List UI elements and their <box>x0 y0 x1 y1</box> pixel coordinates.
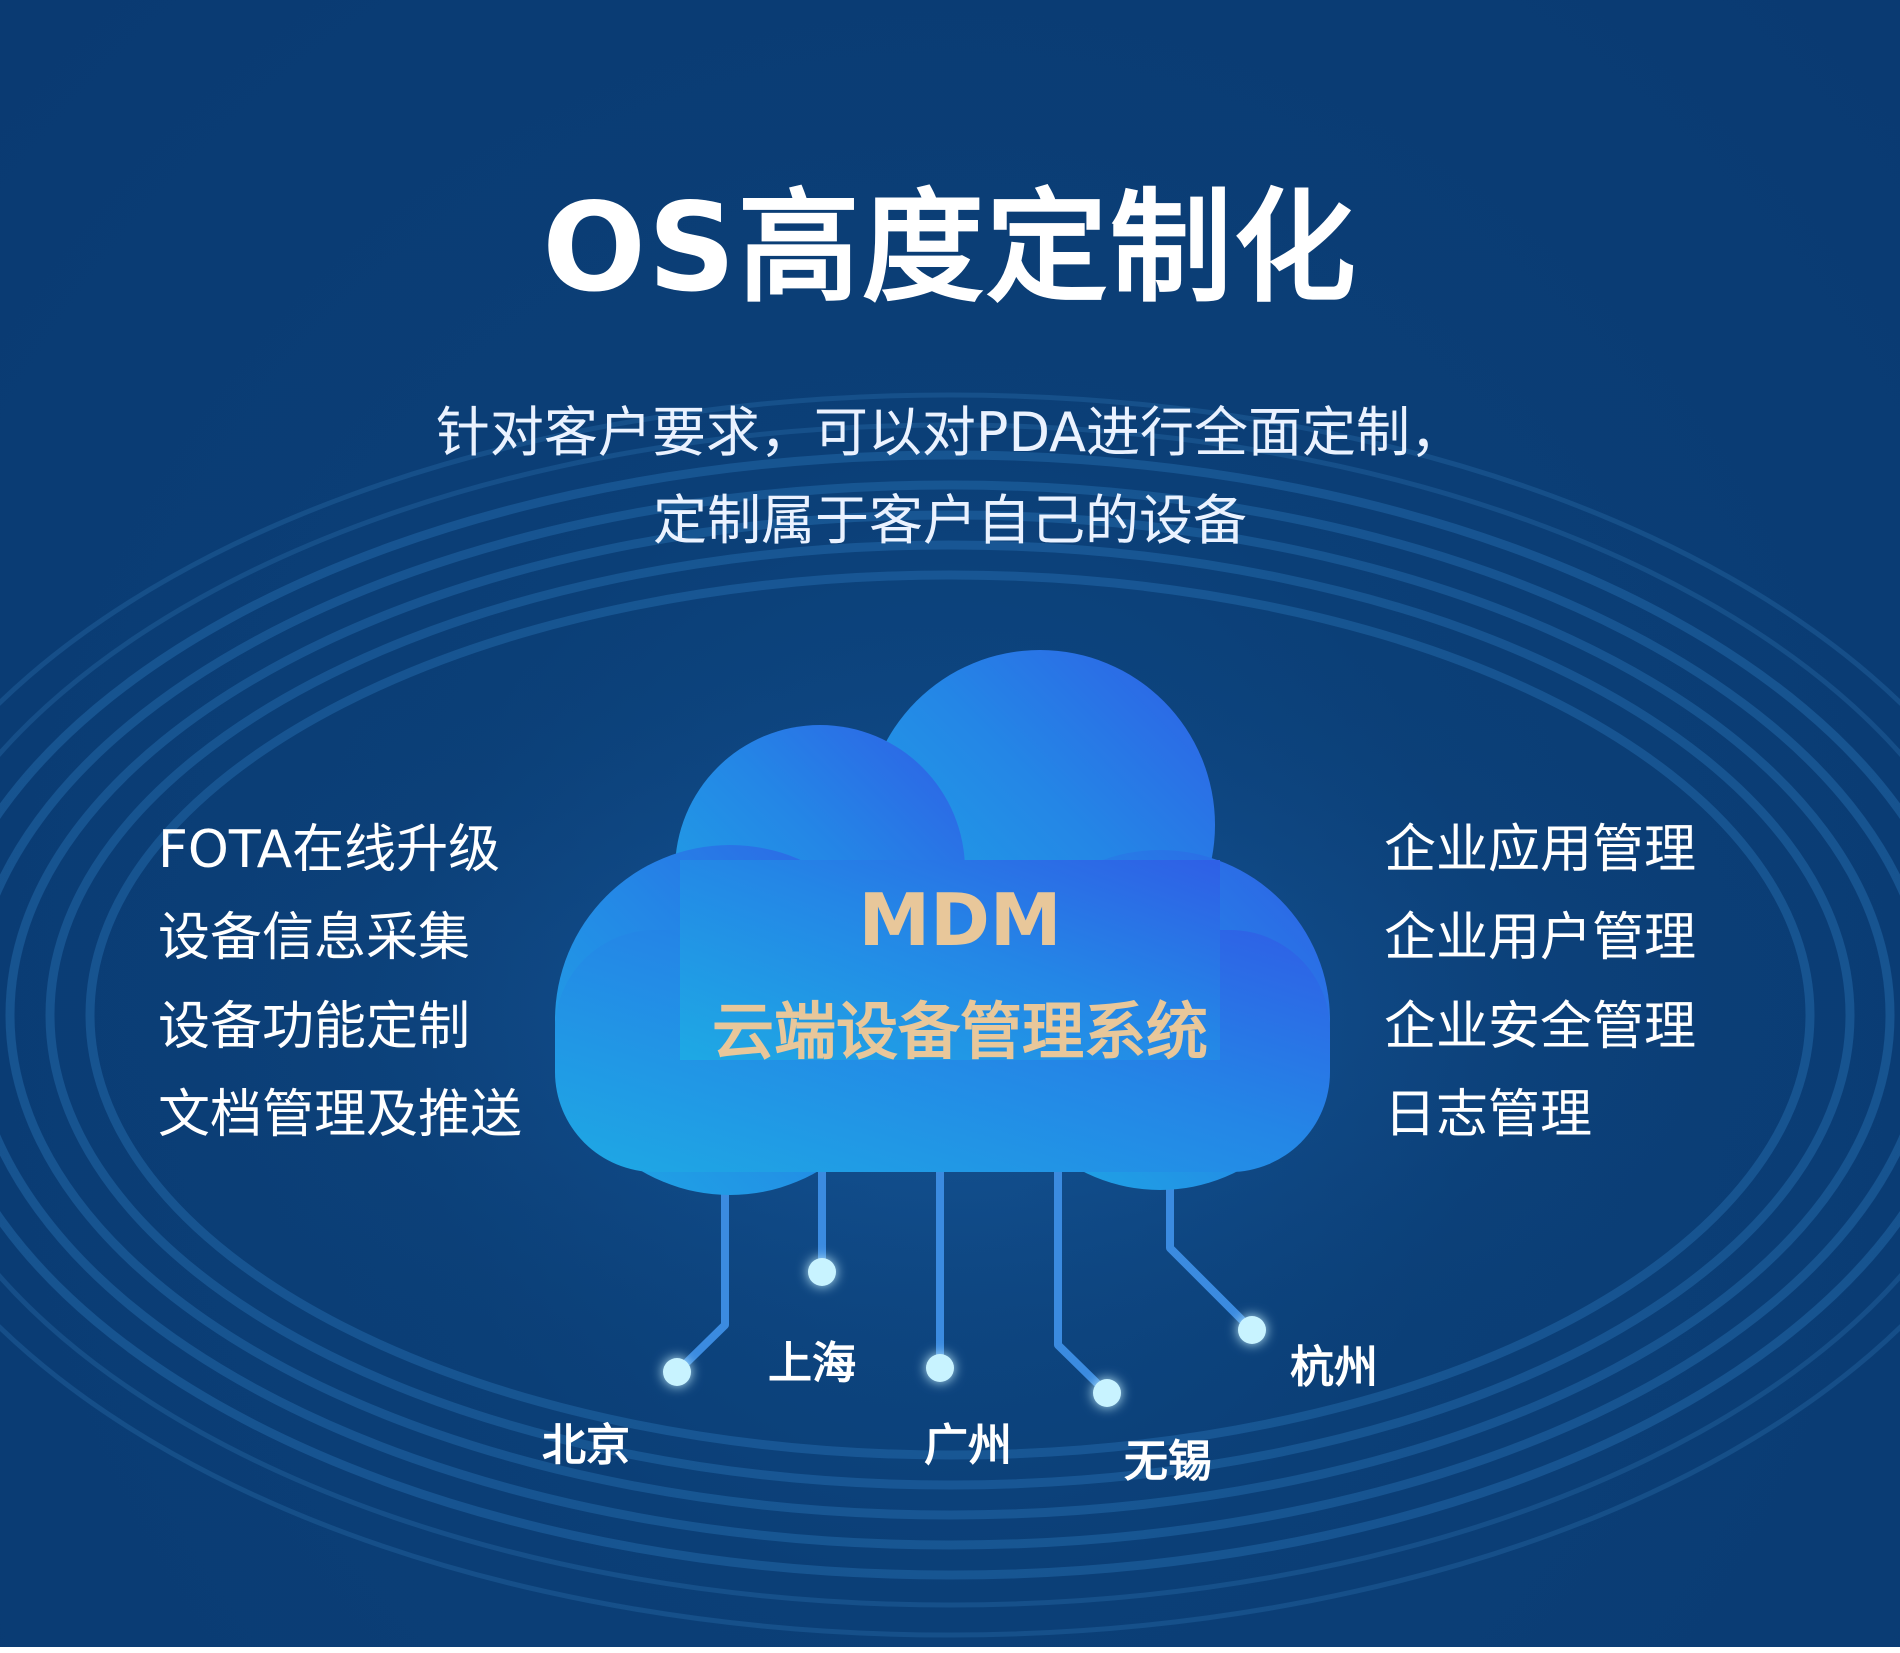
node-hangzhou <box>1238 1316 1266 1344</box>
node-shanghai <box>808 1258 836 1286</box>
city-label-guangzhou: 广州 <box>924 1420 1012 1471</box>
connector-wuxi <box>1054 1166 1111 1397</box>
cloud-shape <box>555 650 1330 1195</box>
subtitle-line-2: 定制属于客户自己的设备 <box>653 489 1247 552</box>
left-feature-3: 设备功能定制 <box>158 997 471 1057</box>
subtitle-line-1: 针对客户要求，可以对PDA进行全面定制， <box>435 401 1465 464</box>
cloud-subtitle: 云端设备管理系统 <box>711 995 1208 1068</box>
left-feature-4: 文档管理及推送 <box>158 1085 523 1145</box>
left-feature-1: FOTA在线升级 <box>158 820 501 880</box>
city-label-beijing: 北京 <box>542 1420 630 1471</box>
node-guangzhou <box>926 1354 954 1382</box>
city-label-shanghai: 上海 <box>768 1338 856 1389</box>
connector-hangzhou <box>1166 1166 1256 1334</box>
right-feature-1: 企业应用管理 <box>1384 820 1697 880</box>
city-label-hangzhou: 杭州 <box>1290 1342 1378 1393</box>
connector-beijing <box>673 1166 729 1376</box>
cloud-title: MDM <box>858 878 1062 962</box>
right-feature-3: 企业安全管理 <box>1384 997 1697 1057</box>
node-beijing <box>663 1358 691 1386</box>
right-feature-4: 日志管理 <box>1384 1085 1593 1145</box>
left-feature-2: 设备信息采集 <box>158 908 471 968</box>
city-label-wuxi: 无锡 <box>1124 1436 1212 1487</box>
page-title: OS高度定制化 <box>542 177 1358 319</box>
right-feature-2: 企业用户管理 <box>1384 908 1697 968</box>
node-wuxi <box>1093 1379 1121 1407</box>
